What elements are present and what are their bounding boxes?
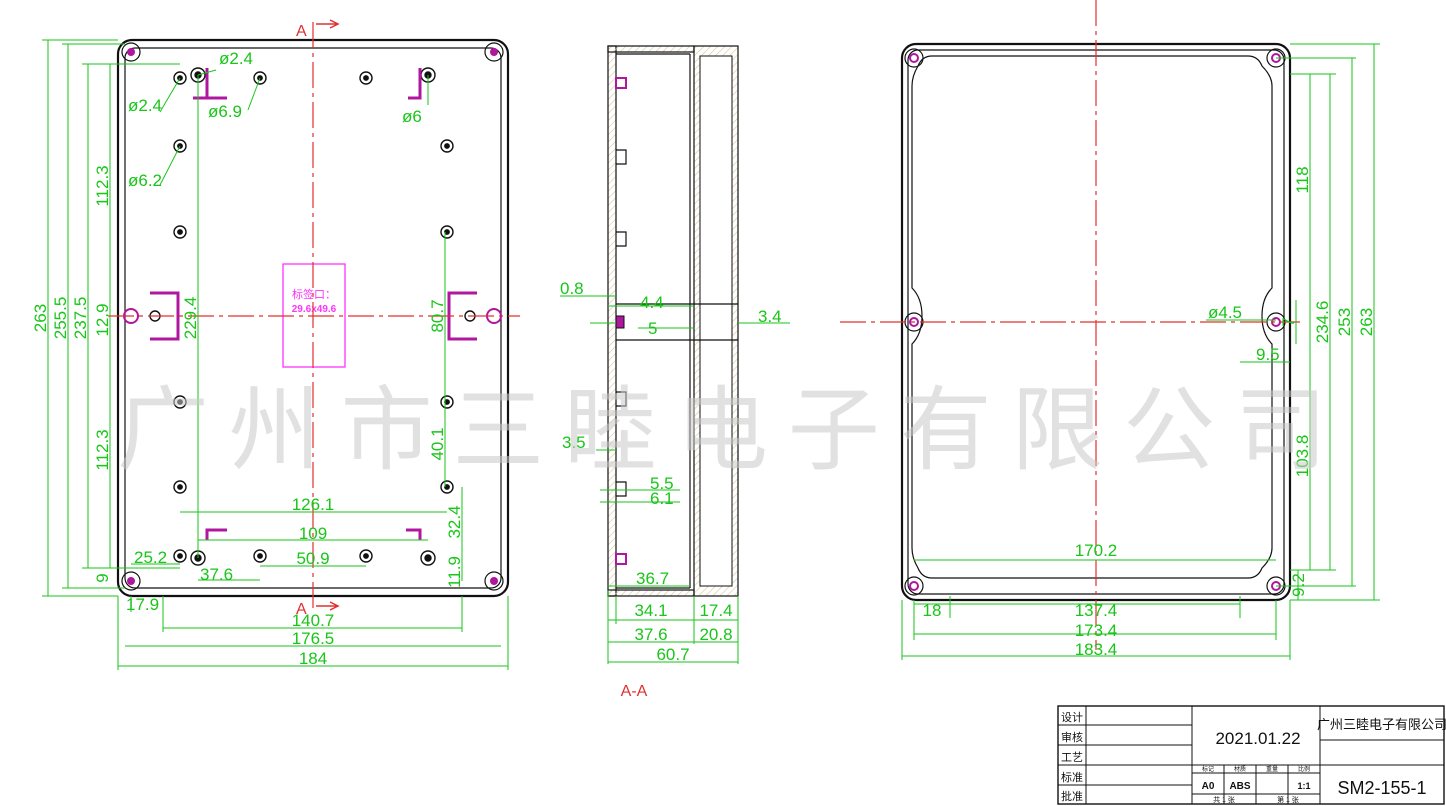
label-window-text: 标签口： [292, 287, 336, 301]
dim-18: 18 [923, 601, 942, 620]
section-arrow-top [316, 19, 340, 29]
dim-40-1: 40.1 [428, 427, 447, 460]
section-boss-top [615, 77, 627, 89]
tb-date: 2021.01.22 [1215, 729, 1300, 748]
tb-company: 广州三睦电子有限公司 [1317, 717, 1446, 732]
dim-dia-4-5: ø4.5 [1208, 303, 1242, 322]
dim-dia-6-9: ø6.9 [208, 102, 242, 121]
lid-gasket-groove [911, 55, 1273, 579]
dim-3-5: 3.5 [562, 433, 586, 452]
tb-drawing-number: SM2-155-1 [1337, 778, 1426, 798]
mounting-posts [149, 67, 476, 566]
tb-scale: 1:1 [1297, 781, 1310, 791]
dim-140-7: 140.7 [292, 611, 335, 630]
section-boss-bottom [615, 553, 627, 565]
dim-80-7: 80.7 [428, 299, 447, 332]
lid-view: 118 ø4.5 7 9.5 234.6 253 263 103.8 170.2… [840, 0, 1380, 660]
dim-9-2: 9.2 [1289, 573, 1308, 597]
dim-7: 7 [1279, 317, 1298, 326]
lid-dimension-lines [901, 43, 1380, 660]
top-view: 标签口： 29.6x49.6 A A [31, 19, 520, 670]
section-inner-lines [616, 53, 738, 589]
section-marker-top: A [296, 23, 307, 40]
dim-20-8: 20.8 [699, 625, 732, 644]
dim-36-7: 36.7 [636, 569, 669, 588]
dim-32-4: 32.4 [445, 505, 464, 538]
tb-header-mark: 标记 [1202, 765, 1214, 773]
dim-118: 118 [1293, 166, 1312, 193]
dim-dia-2-4-top: ø2.4 [219, 49, 253, 68]
dim-103-8: 103.8 [1293, 435, 1312, 478]
dim-173-4: 173.4 [1075, 621, 1118, 640]
dim-50-9: 50.9 [296, 549, 329, 568]
left-wall-section [607, 45, 617, 597]
dim-5-5: 5.5 [650, 474, 674, 493]
tb-row-approve: 批准 [1061, 789, 1083, 803]
dim-237-5: 237.5 [71, 297, 90, 340]
dim-37-6: 37.6 [200, 565, 233, 584]
tb-material: ABS [1229, 781, 1250, 792]
dim-6-1: 6.1 [650, 489, 674, 508]
tb-row-review: 审核 [1061, 730, 1083, 744]
dim-255-5: 255.5 [51, 297, 70, 340]
tb-row-design: 设计 [1061, 711, 1083, 724]
dim-11-9: 11.9 [445, 556, 464, 588]
dim-dia-6: ø6 [402, 107, 422, 126]
dim-17-4: 17.4 [699, 601, 732, 620]
dim-263: 263 [31, 304, 50, 332]
tb-header-weight: 重量 [1266, 765, 1278, 773]
dim-60-7: 60.7 [656, 645, 689, 664]
tb-header-material: 材质 [1234, 765, 1246, 773]
tb-sheet-total: 共 1 张 [1213, 795, 1235, 804]
dim-170-2: 170.2 [1075, 541, 1118, 560]
corner-bosses [121, 42, 504, 591]
dim-112-3-bottom: 112.3 [93, 429, 112, 470]
dim-3-4: 3.4 [758, 307, 782, 326]
tb-header-scale: 比例 [1298, 765, 1310, 773]
tb-mark: A0 [1202, 781, 1215, 792]
rib-brackets [123, 68, 502, 540]
tb-sheet-number: 第 1 张 [1277, 795, 1299, 804]
top-wall-section [607, 45, 695, 53]
dim-126-1: 126.1 [292, 495, 335, 514]
bottom-wall-section [607, 589, 695, 597]
title-block: 设计 审核 工艺 标准 批准 2021.01.22 广州三睦电子有限公司 标记 … [1057, 705, 1446, 805]
dim-176-5: 176.5 [292, 629, 335, 648]
dim-37-6-section: 37.6 [634, 625, 667, 644]
section-arrow-bottom [316, 601, 340, 611]
company-watermark: 广州市三睦电子有限公司 [117, 377, 1327, 484]
dim-9: 9 [93, 573, 112, 582]
dim-34-1: 34.1 [634, 601, 667, 620]
lid-inner [699, 55, 733, 587]
label-window-size: 29.6x49.6 [292, 304, 337, 315]
dim-4-4: 4.4 [640, 293, 664, 312]
dim-dia-2-4-left: ø2.4 [128, 96, 162, 115]
dim-263-lid: 263 [1357, 308, 1376, 336]
dim-183-4: 183.4 [1075, 640, 1118, 659]
section-view: 0.8 4.4 3.4 5 3.5 5.5 6.1 36.7 34.1 17.4… [560, 45, 790, 700]
dim-112-3-top: 112.3 [93, 165, 112, 206]
dim-184: 184 [299, 649, 327, 668]
dim-0-8: 0.8 [560, 279, 584, 298]
section-marker-bottom: A [296, 601, 307, 618]
dim-229-4: 229.4 [181, 297, 200, 340]
dim-137-4: 137.4 [1075, 601, 1118, 620]
dim-25-2: 25.2 [134, 548, 167, 567]
section-title: A-A [621, 683, 648, 700]
dim-dia-6-2: ø6.2 [128, 171, 162, 190]
dim-253: 253 [1335, 308, 1354, 336]
top-view-dimension-lines [42, 39, 509, 670]
dim-109: 109 [299, 524, 327, 543]
dim-234-6: 234.6 [1313, 301, 1332, 344]
section-gasket [615, 315, 625, 329]
dim-12-9: 12.9 [93, 303, 112, 336]
tb-row-standard: 标准 [1061, 770, 1083, 784]
dim-5: 5 [648, 319, 657, 338]
dim-17-9: 17.9 [126, 595, 159, 614]
section-dimension-lines [560, 295, 790, 664]
dim-9-5: 9.5 [1256, 345, 1280, 364]
tb-row-process: 工艺 [1061, 751, 1083, 764]
